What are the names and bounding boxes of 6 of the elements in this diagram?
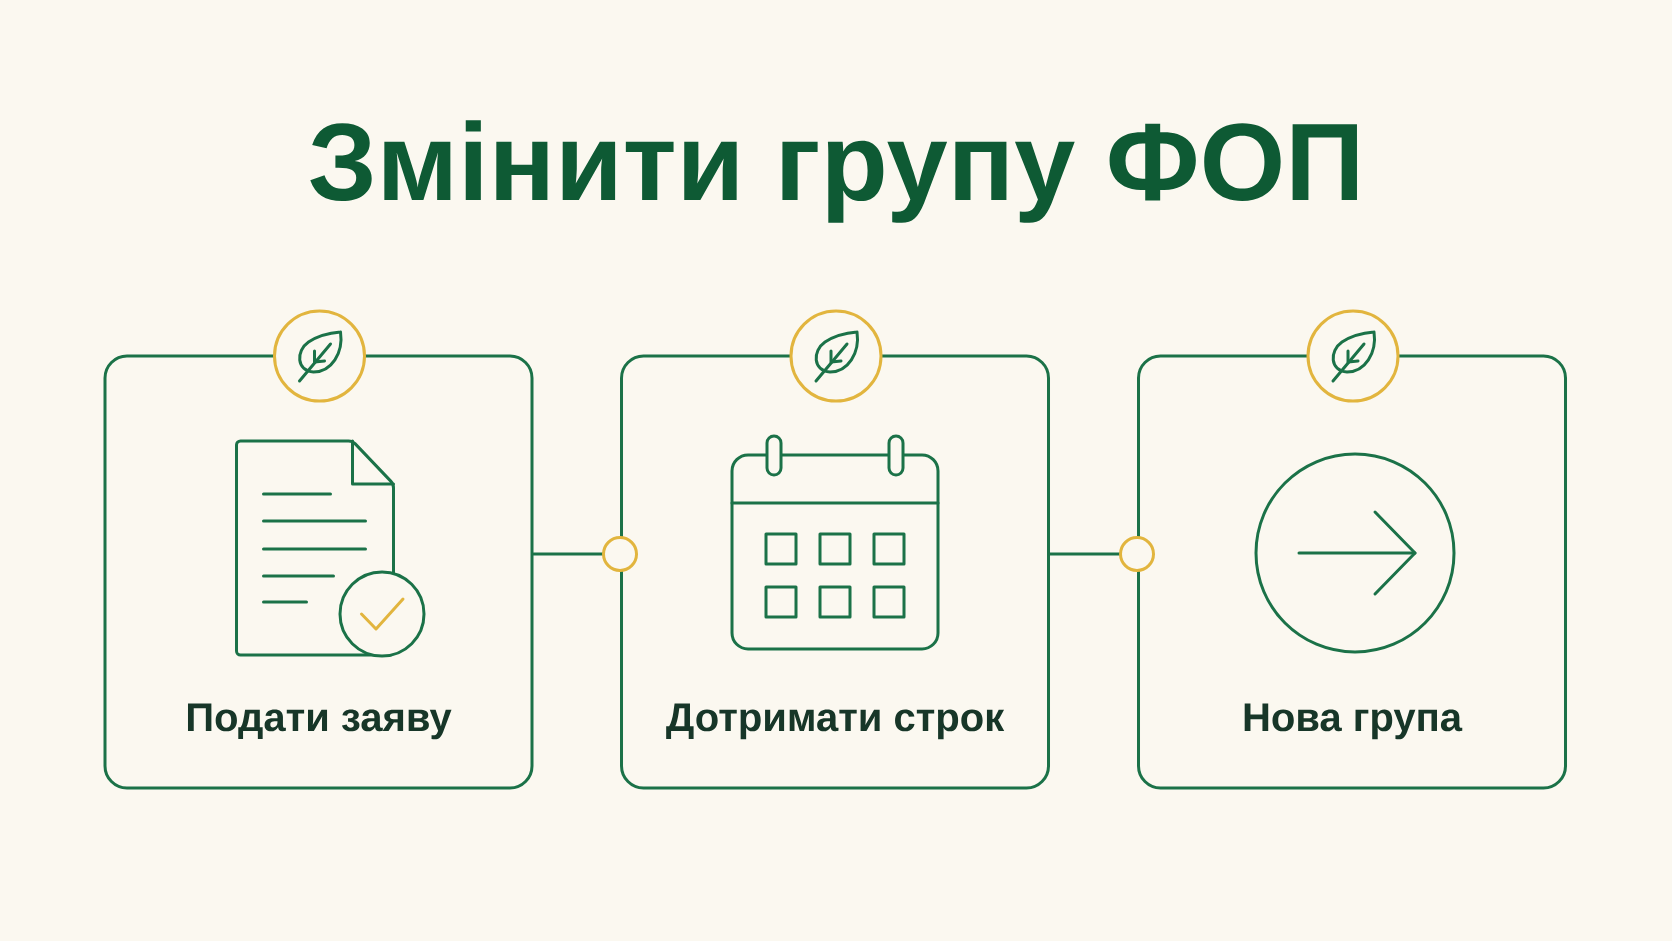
- title: Змінити групу ФОП: [310, 120, 1357, 223]
- step-card: Дотримати строк: [620, 354, 1050, 790]
- step-card: Подати заяву: [103, 354, 534, 790]
- connector: [1048, 536, 1155, 572]
- step-card: Нова група: [1137, 354, 1567, 790]
- connector: [532, 536, 638, 572]
